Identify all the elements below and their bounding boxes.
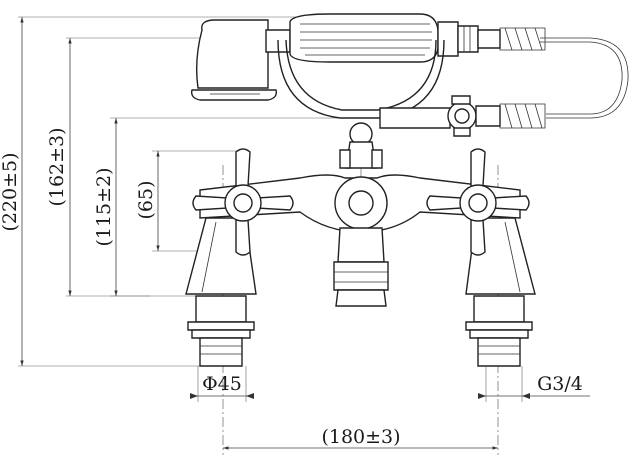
overall-height-label: (220±5) (0, 152, 21, 231)
left-cross-handle (192, 148, 294, 256)
inlet-diameter-label: Φ45 (202, 373, 242, 395)
diverter (339, 122, 383, 169)
shower-cradle (277, 39, 501, 137)
centers-label: (180±3) (321, 426, 400, 448)
hand-shower (190, 13, 501, 101)
spout-height-label: (115±2) (93, 167, 115, 246)
thread-size-label: G3/4 (537, 373, 583, 395)
handle-height-label: (65) (135, 180, 157, 219)
handset-height-label: (162±3) (46, 127, 68, 206)
hose (499, 27, 629, 129)
bottom-dimensions (190, 366, 590, 450)
mixer-body (199, 174, 521, 307)
vertical-dimensions (20, 17, 160, 366)
right-cross-handle (426, 148, 530, 256)
